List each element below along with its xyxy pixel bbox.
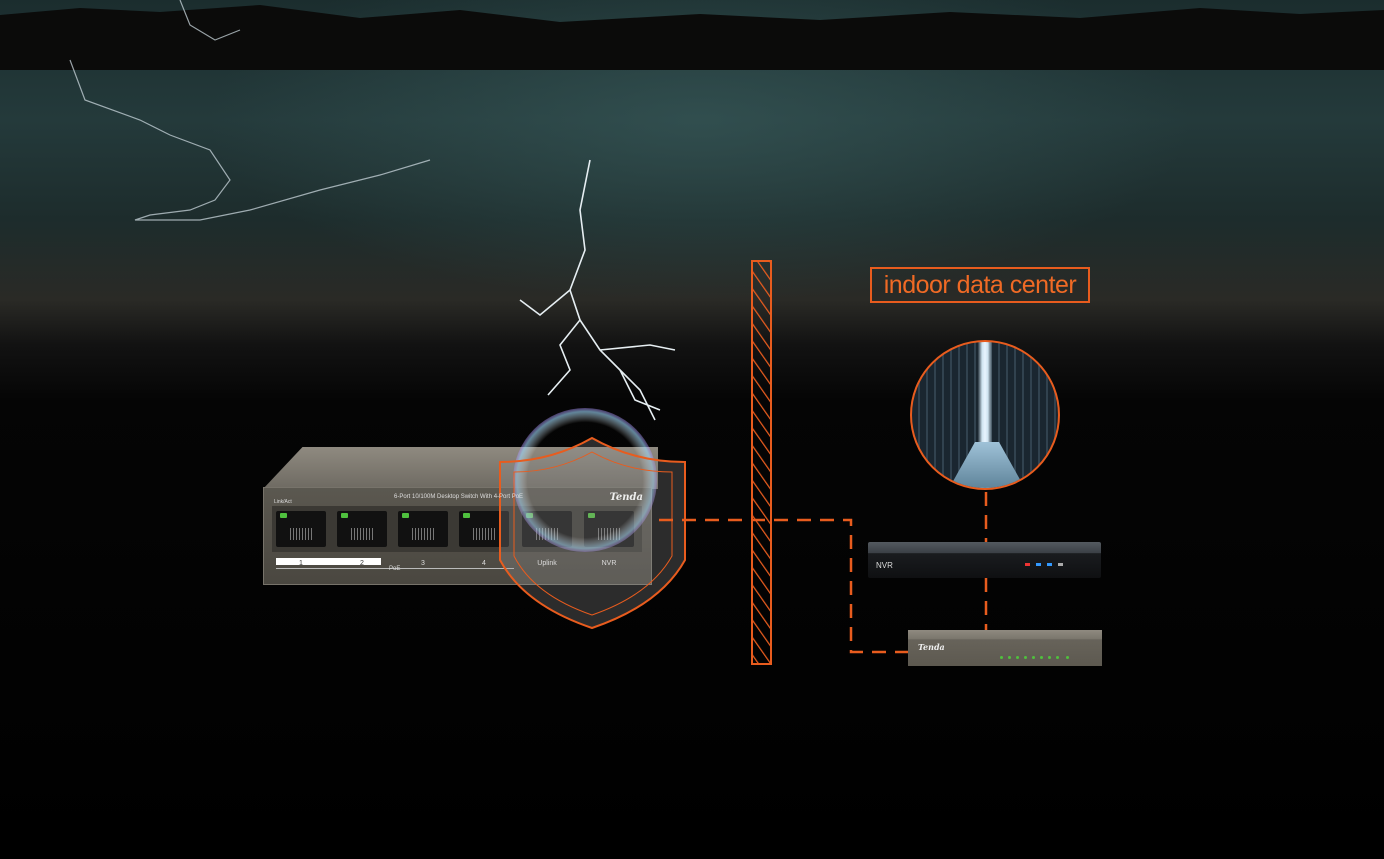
bubble-icon	[513, 408, 657, 552]
led-icon	[1036, 563, 1041, 566]
led-icon	[1032, 656, 1035, 659]
led-icon	[1040, 656, 1043, 659]
led-icon	[280, 513, 287, 518]
firewall-barrier	[751, 260, 772, 665]
led-icon	[1008, 656, 1011, 659]
led-icon	[1000, 656, 1003, 659]
switch-brand-logo: Tenda	[609, 492, 643, 503]
led-icon	[1025, 563, 1030, 566]
port-label: Uplink	[537, 560, 557, 567]
link-act-label: Link/Act	[274, 499, 292, 505]
led-icon	[1058, 563, 1063, 566]
ethernet-port-1	[276, 511, 326, 547]
poe-label: PoE	[389, 566, 401, 572]
port-label: 3	[421, 560, 425, 567]
led-icon	[1066, 656, 1069, 659]
led-icon	[341, 513, 348, 518]
port-label: NVR	[601, 560, 617, 567]
shield-icon	[499, 436, 686, 630]
ethernet-port-3	[398, 511, 448, 547]
poe-highlight-bar	[276, 558, 381, 565]
port-label: 1	[299, 560, 303, 567]
led-icon	[463, 513, 470, 518]
port-label: 4	[482, 560, 486, 567]
port-label: 2	[360, 560, 364, 567]
led-icon	[1024, 656, 1027, 659]
switch-model-text: 6-Port 10/100M Desktop Switch With 4-Por…	[394, 494, 524, 500]
indoor-switch-brand-logo: Tenda	[918, 642, 945, 652]
led-icon	[1056, 656, 1059, 659]
data-center-photo	[910, 340, 1060, 490]
led-icon	[1016, 656, 1019, 659]
poe-bracket	[276, 568, 514, 569]
led-icon	[1047, 563, 1052, 566]
mountain-silhouette	[0, 5, 1384, 70]
nvr-label: NVR	[876, 561, 893, 570]
nvr-device: NVR	[868, 542, 1101, 578]
indoor-data-center-callout: indoor data center	[870, 267, 1090, 303]
indoor-switch-device: Tenda	[908, 630, 1102, 666]
connection-lines	[659, 492, 988, 654]
ethernet-port-2	[337, 511, 387, 547]
led-icon	[402, 513, 409, 518]
led-icon	[1048, 656, 1051, 659]
